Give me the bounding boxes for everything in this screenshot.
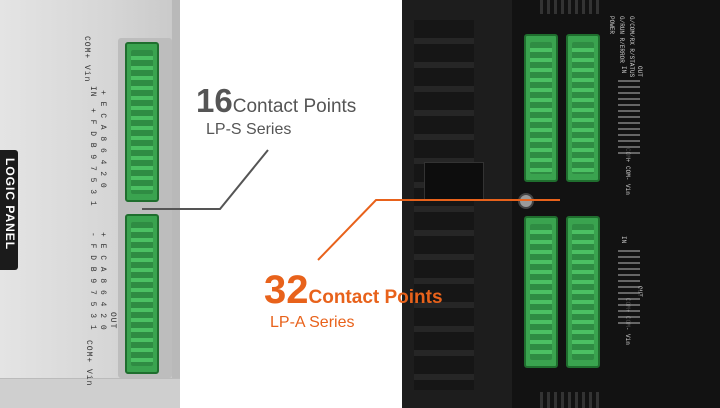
housing-latch bbox=[424, 162, 484, 200]
terminal-block-top bbox=[125, 42, 159, 202]
terminal-pins bbox=[131, 50, 153, 194]
lp-a-device: POWER G/RUN R/ERROR G/COM/RX R/STATUS IN… bbox=[402, 0, 720, 408]
out-label-a: OUT bbox=[636, 66, 643, 77]
lp-s-device: LOGIC PANEL COM+ Vin IN + E C A 8 6 4 2 … bbox=[0, 0, 180, 408]
lp-s-contact-count: 16Contact Points bbox=[196, 82, 356, 120]
terminal-pins bbox=[530, 224, 552, 360]
status-label-2: G/COM/RX R/STATUS bbox=[628, 16, 635, 78]
terminal-block-a1 bbox=[524, 34, 558, 182]
center-screw bbox=[518, 193, 534, 209]
lp-a-count-number: 32 bbox=[264, 268, 309, 312]
housing-ribs bbox=[414, 20, 474, 390]
bottom-vent bbox=[540, 392, 600, 408]
terminal-block-a3 bbox=[524, 216, 558, 368]
device-bottom-edge bbox=[0, 378, 180, 408]
wiring-diagram-bottom bbox=[618, 250, 640, 328]
background-gap bbox=[180, 0, 402, 408]
lp-a-contact-count: 32Contact Points bbox=[264, 268, 443, 313]
com-vin-label-top: COM+ Vin bbox=[82, 36, 91, 83]
wiring-diagram-top bbox=[618, 80, 640, 158]
lp-a-count-unit: Contact Points bbox=[308, 287, 443, 308]
lp-s-count-number: 16 bbox=[196, 82, 233, 119]
logic-panel-label: LOGIC PANEL bbox=[3, 158, 17, 251]
pin-labels-bottom: + E C A 8 6 4 2 0 bbox=[98, 232, 107, 331]
terminal-pins bbox=[572, 42, 594, 174]
power-label: POWER bbox=[608, 16, 615, 35]
lp-a-series-label: LP-A Series bbox=[270, 314, 355, 331]
terminal-pins bbox=[131, 222, 153, 366]
com-label-a: COM+ COM- Vin bbox=[624, 148, 631, 195]
in-label: IN bbox=[88, 86, 97, 98]
terminal-block-a4 bbox=[566, 216, 600, 368]
pin-labels-bottom-2: - F D B 9 7 5 3 1 bbox=[88, 232, 97, 331]
in-label-a-2: IN bbox=[620, 236, 627, 244]
status-label: G/RUN R/ERROR bbox=[618, 16, 625, 63]
device-rail bbox=[172, 0, 180, 408]
pin-labels-top-2: + F D B 9 7 5 3 1 bbox=[88, 108, 97, 207]
terminal-pins bbox=[572, 224, 594, 360]
terminal-block-a2 bbox=[566, 34, 600, 182]
com-vin-label-bottom: COM+ Vin bbox=[84, 340, 93, 387]
pin-labels-top: + E C A 8 6 4 2 0 bbox=[98, 90, 107, 189]
terminal-block-bottom bbox=[125, 214, 159, 374]
in-label-a: IN bbox=[620, 66, 627, 74]
top-vent bbox=[540, 0, 600, 14]
logic-panel-tag: LOGIC PANEL bbox=[0, 150, 18, 270]
terminal-pins bbox=[530, 42, 552, 174]
lp-s-count-unit: Contact Points bbox=[232, 96, 357, 117]
lp-s-series-label: LP-S Series bbox=[206, 121, 292, 138]
out-label: OUT bbox=[108, 312, 117, 330]
